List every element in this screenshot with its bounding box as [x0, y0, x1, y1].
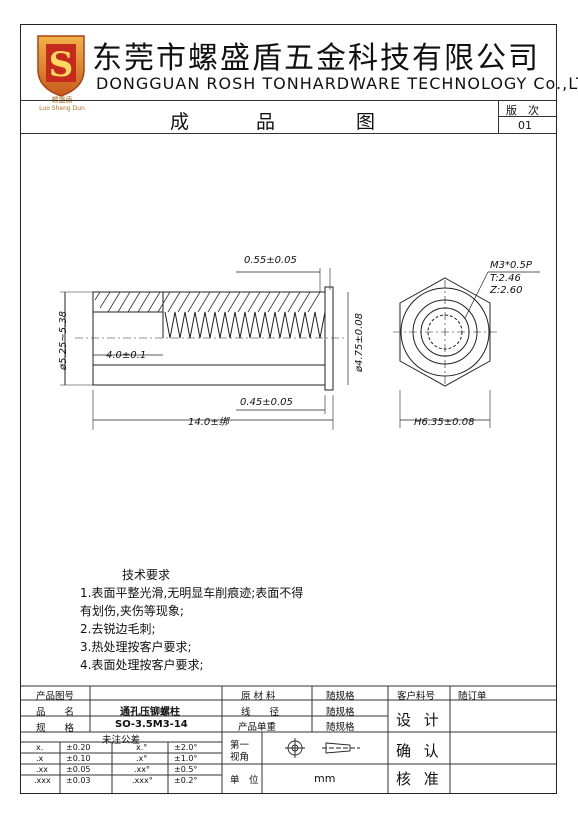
- confirm-label: 确 认: [396, 742, 443, 760]
- dim-inner-length: 4.0±0.1: [106, 350, 146, 361]
- tol-b-2: ±0.10: [66, 754, 91, 763]
- approve-label: 核 准: [396, 770, 443, 788]
- tol-b-4: ±0.03: [66, 776, 91, 785]
- material-label: 原 材 料: [241, 691, 276, 702]
- material-value: 随规格: [326, 691, 355, 702]
- tol-b-1: ±0.20: [66, 743, 91, 752]
- spec-value: SO-3.5M3-14: [115, 719, 188, 730]
- tol-d-3: ±0.5°: [174, 765, 198, 774]
- unit-value: mm: [314, 772, 336, 785]
- projection-label-1: 第一: [230, 740, 250, 751]
- drawing-sheet: [20, 24, 557, 794]
- title-char-2: 品: [256, 111, 276, 133]
- company-name-en: DONGGUAN ROSH TONHARDWARE TECHNOLOGY Co.…: [96, 74, 578, 93]
- header-divider: [20, 100, 557, 101]
- tol-d-1: ±2.0°: [174, 743, 198, 752]
- version-row-divider: [498, 116, 557, 117]
- spec-label: 规 格: [36, 723, 75, 734]
- dim-length: 14.0±绑: [188, 416, 231, 428]
- name-value: 通孔压铆螺柱: [120, 707, 180, 718]
- tol-a-1: x.: [36, 743, 44, 752]
- tol-a-4: .xxx: [34, 776, 51, 785]
- side-view: [60, 268, 349, 430]
- note-line-3: 2.去锐边毛刺;: [80, 622, 156, 636]
- version-value: 01: [518, 119, 532, 132]
- product-no-label: 产品图号: [36, 691, 75, 702]
- dim-diameter-right: ø4.75±0.08: [354, 313, 365, 373]
- tol-c-2: .x°: [136, 754, 148, 763]
- notes-title: 技术要求: [122, 568, 171, 582]
- thread-z: Z:2.60: [489, 285, 523, 296]
- tol-c-4: .xxx°: [132, 776, 153, 785]
- wire-value: 随规格: [326, 707, 355, 718]
- note-line-2: 有划伤,夹伤等现象;: [80, 604, 184, 618]
- tol-a-2: .x: [36, 754, 44, 763]
- tol-b-3: ±0.05: [66, 765, 91, 774]
- unit-label: 单 位: [230, 775, 259, 786]
- name-label: 品 名: [36, 707, 75, 718]
- note-line-4: 3.热处理按客户要求;: [80, 640, 192, 654]
- dim-head: 0.45±0.05: [240, 397, 293, 408]
- tol-c-3: .xx°: [134, 765, 151, 774]
- tol-d-4: ±0.2°: [174, 776, 198, 785]
- customer-no-label: 客户料号: [397, 691, 436, 702]
- weight-value: 随规格: [326, 722, 355, 733]
- tol-d-2: ±1.0°: [174, 754, 198, 763]
- projection-symbol: [285, 738, 360, 758]
- dim-diameter-left: ø5.25~5.38: [58, 311, 69, 371]
- title-divider: [20, 133, 557, 134]
- note-line-5: 4.表面处理按客户要求;: [80, 658, 204, 672]
- thread-spec: M3*0.5P: [490, 260, 533, 271]
- company-logo: S: [37, 35, 85, 97]
- tolerance-title: 未注公差: [102, 735, 141, 746]
- version-label: 版 次: [506, 104, 539, 117]
- title-char-1: 成: [170, 111, 190, 133]
- tol-c-1: x.°: [136, 743, 148, 752]
- dim-hex: H6.35±0.08: [414, 417, 474, 428]
- thread-t: T:2.46: [490, 273, 521, 284]
- customer-no-value: 随订单: [458, 691, 487, 702]
- design-label: 设 计: [396, 711, 443, 729]
- wire-label: 线 径: [241, 707, 280, 718]
- weight-label: 产品单重: [238, 722, 277, 733]
- front-view: [393, 271, 540, 428]
- note-line-1: 1.表面平整光滑,无明显车削痕迹;表面不得: [80, 586, 304, 600]
- company-name-cn: 东莞市螺盛盾五金科技有限公司: [92, 41, 540, 76]
- logo-letter: S: [49, 45, 74, 85]
- dim-top: 0.55±0.05: [244, 255, 297, 266]
- tol-a-3: .xx: [36, 765, 49, 774]
- title-char-3: 图: [356, 111, 376, 133]
- projection-label-2: 视角: [230, 752, 250, 763]
